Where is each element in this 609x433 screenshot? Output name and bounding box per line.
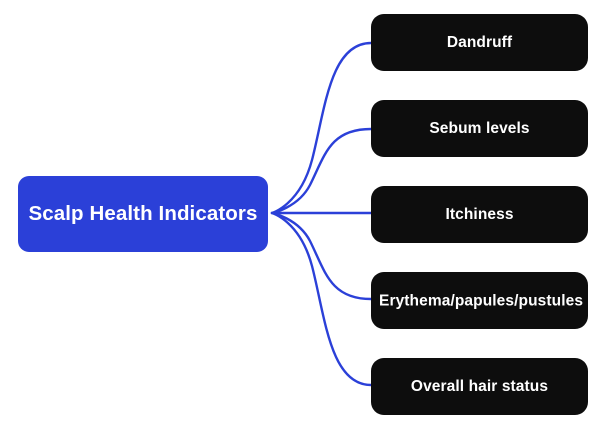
edge-to-erythema [270, 211, 373, 301]
branch-node-label: Itchiness [445, 205, 514, 223]
root-node[interactable]: Scalp Health Indicators [18, 176, 268, 252]
branch-node-sebum-levels[interactable]: Sebum levels [371, 100, 588, 157]
branch-node-itchiness[interactable]: Itchiness [371, 186, 588, 243]
edge-to-overall-hair-status [270, 211, 373, 387]
branch-node-label: Sebum levels [429, 119, 530, 137]
branch-node-label: Erythema/papules/pustules [379, 291, 584, 309]
branch-node-overall-hair-status[interactable]: Overall hair status [371, 358, 588, 415]
edge-to-dandruff [270, 41, 373, 215]
edge-to-sebum-levels [270, 127, 373, 215]
branch-node-erythema[interactable]: Erythema/papules/pustules [371, 272, 588, 329]
branch-node-label: Dandruff [446, 33, 513, 51]
root-node-label: Scalp Health Indicators [28, 201, 258, 225]
branch-node-label: Overall hair status [410, 377, 549, 395]
branch-node-dandruff[interactable]: Dandruff [371, 14, 588, 71]
